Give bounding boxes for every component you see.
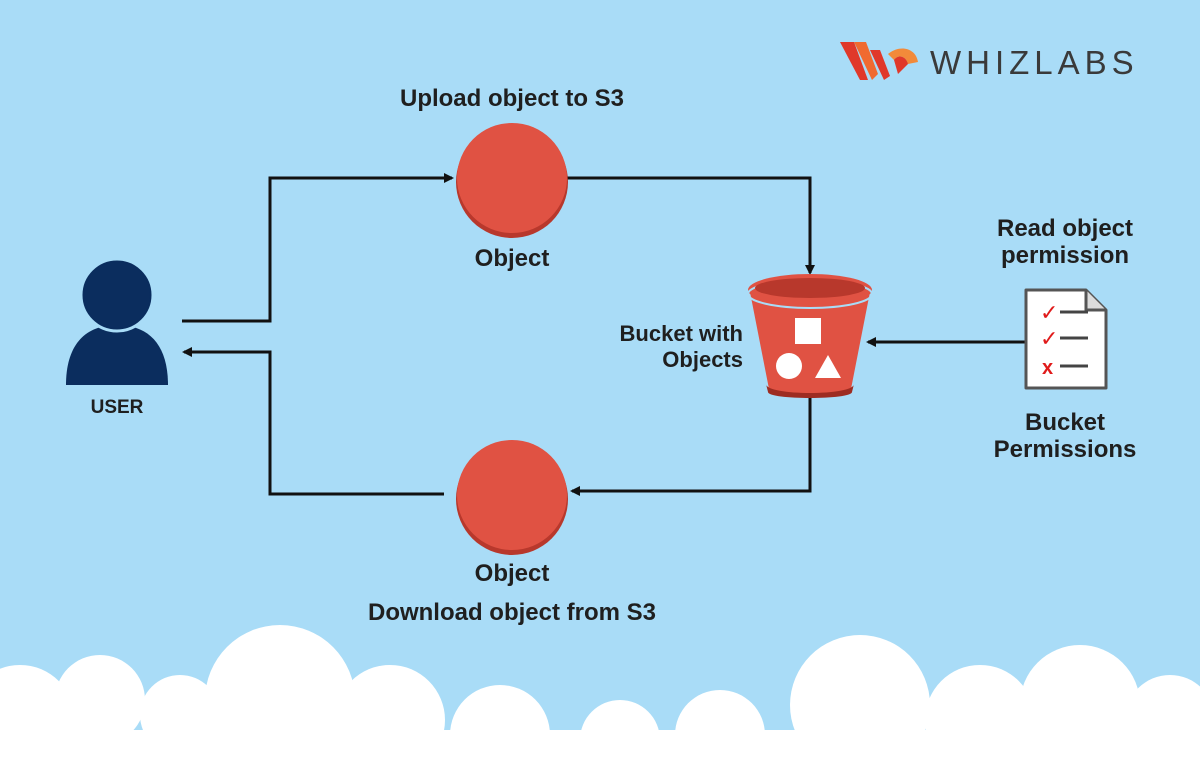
upload-object-circle <box>456 123 568 238</box>
flow-connectors <box>182 173 1025 496</box>
bucket-permissions-line-1: Bucket <box>1024 409 1106 436</box>
read-permission-line-2: permission <box>1000 242 1130 270</box>
upload-arrow <box>182 173 454 323</box>
read-permission-label: Read object permission <box>972 215 1158 270</box>
read-permission-line-1: Read object <box>996 215 1134 242</box>
download-object-circle <box>456 440 568 555</box>
brand-name: WHIZLABS <box>930 44 1139 81</box>
s3-bucket-icon <box>747 274 873 398</box>
download-label: Download object from S3 <box>367 599 657 626</box>
bucket-label-line-2: Objects <box>662 347 743 373</box>
permission-mark-1: ✓ <box>1040 301 1058 326</box>
upload-label: Upload object to S3 <box>399 85 624 112</box>
bucket-permissions-label: Bucket Permissions <box>976 409 1154 464</box>
user-label: USER <box>90 397 144 418</box>
upload-object-label: Object <box>474 245 550 272</box>
permission-mark-3: x <box>1042 357 1053 379</box>
document-checklist-icon: ✓ ✓ x <box>1024 288 1108 390</box>
cloud-decoration <box>0 625 1200 760</box>
bucket-label-line-1: Bucket with <box>619 321 743 346</box>
whizlabs-brand: WHIZLABS <box>840 40 1139 86</box>
download-arrow <box>182 347 444 496</box>
bucket-label: Bucket with Objects <box>590 321 743 373</box>
object-to-bucket-arrow <box>566 176 815 275</box>
bucket-to-object-arrow <box>570 398 812 496</box>
user-icon <box>66 257 168 385</box>
download-object-label: Object <box>474 560 550 587</box>
whizlabs-logo-icon <box>840 42 918 80</box>
bucket-permissions-line-2: Permissions <box>993 436 1137 464</box>
permission-mark-2: ✓ <box>1040 327 1058 352</box>
